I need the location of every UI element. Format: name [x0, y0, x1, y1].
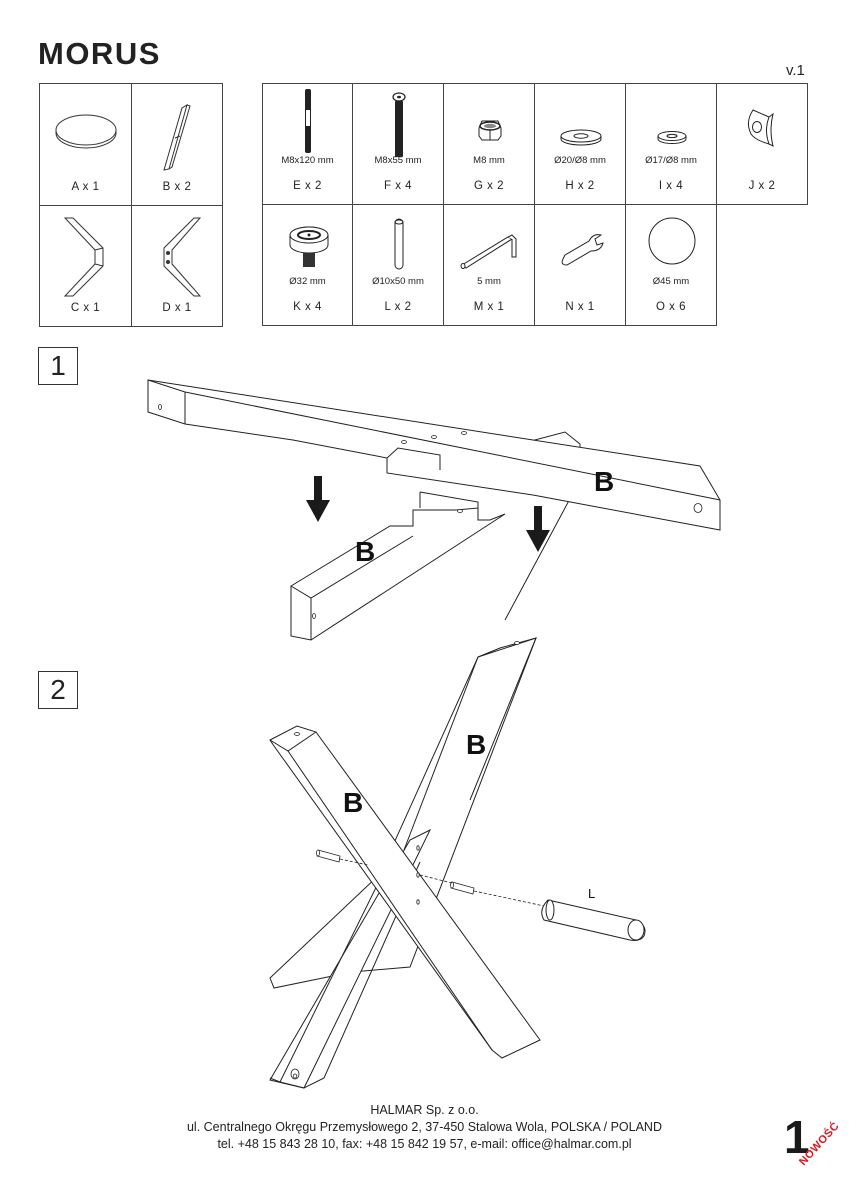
company-address: ul. Centralnego Okręgu Przemysłowego 2, … — [186, 1120, 662, 1134]
part-cell-m: 5 mm M x 1 — [444, 205, 535, 326]
company-name: HALMAR Sp. z o.o. — [370, 1103, 479, 1117]
part-cell-o: Ø45 mm O x 6 — [626, 205, 717, 326]
felt-pad-icon — [648, 217, 696, 265]
hex-nut-icon — [478, 120, 502, 141]
allen-bolt-icon — [392, 92, 406, 157]
part-qty: J x 2 — [748, 180, 776, 192]
part-size: M8x55 mm — [374, 155, 422, 166]
part-qty: F x 4 — [383, 180, 413, 192]
part-qty: M x 1 — [473, 301, 505, 313]
part-qty: B x 2 — [162, 181, 192, 193]
part-label-b: B — [343, 787, 363, 818]
part-qty: K x 4 — [293, 301, 322, 313]
part-label-l: L — [588, 886, 595, 901]
product-title: MORUS — [38, 36, 161, 71]
part-cell-k: Ø32 mm K x 4 — [262, 205, 353, 326]
step-number-2: 2 — [38, 671, 78, 709]
part-qty: L x 2 — [384, 301, 412, 313]
part-qty: O x 6 — [656, 301, 686, 313]
curved-spacer-icon — [747, 109, 774, 147]
part-label-b: B — [466, 729, 486, 760]
page-number: 1 — [784, 1111, 810, 1163]
wooden-dowel-icon — [394, 218, 404, 270]
round-tabletop-icon — [55, 114, 117, 149]
part-cell-d: D x 1 — [132, 206, 223, 327]
part-cell-n: N x 1 — [535, 205, 626, 326]
large-washer-icon — [560, 129, 602, 146]
part-cell-i: Ø17/Ø8 mm I x 4 — [626, 83, 717, 205]
part-size: Ø45 mm — [652, 276, 690, 287]
part-size: Ø17/Ø8 mm — [645, 155, 697, 166]
v-bracket-left-icon — [63, 217, 104, 297]
part-cell-a: A x 1 — [40, 84, 132, 206]
part-cell-h: Ø20/Ø8 mm H x 2 — [535, 83, 626, 205]
part-qty: C x 1 — [70, 302, 101, 314]
small-washer-icon — [657, 131, 687, 144]
arrow-down-icon — [306, 476, 330, 522]
threaded-rod-icon — [305, 89, 311, 153]
part-cell-c: C x 1 — [40, 206, 132, 327]
leveling-foot-icon — [289, 226, 329, 267]
part-cell-l: Ø10x50 mm L x 2 — [353, 205, 444, 326]
step-1-illustration: B B — [147, 379, 721, 641]
parts-grid-hardware: M8x120 mm E x 2 M8x55 mm F x 4 M8 mm G x… — [262, 83, 808, 326]
part-cell-g: M8 mm G x 2 — [444, 83, 535, 205]
part-qty: A x 1 — [71, 181, 100, 193]
part-qty: N x 1 — [565, 301, 595, 313]
dowel-l — [541, 899, 646, 941]
part-qty: I x 4 — [658, 180, 684, 192]
part-qty: H x 2 — [565, 180, 595, 192]
part-cell-j: J x 2 — [717, 83, 808, 205]
part-qty: G x 2 — [474, 180, 504, 192]
part-cell-e: M8x120 mm E x 2 — [262, 83, 353, 205]
v-bracket-right-icon — [163, 217, 202, 297]
part-size: M8 mm — [473, 155, 505, 166]
step-2-illustration: B B L — [269, 637, 646, 1089]
part-size: Ø32 mm — [289, 276, 326, 287]
part-label-b: B — [355, 536, 375, 567]
wrench-icon — [561, 234, 604, 266]
part-label-b: B — [594, 466, 614, 497]
arrow-down-icon — [526, 506, 550, 552]
company-contact: tel. +48 15 843 28 10, fax: +48 15 842 1… — [217, 1137, 632, 1151]
part-size: M8x120 mm — [281, 155, 334, 166]
version-label: v.1 — [786, 62, 805, 79]
step-number-1: 1 — [38, 347, 78, 385]
part-cell-f: M8x55 mm F x 4 — [353, 83, 444, 205]
part-size: Ø20/Ø8 mm — [554, 155, 606, 166]
part-size: 5 mm — [477, 276, 501, 287]
part-qty: E x 2 — [293, 180, 322, 192]
leg-beam-icon — [163, 103, 191, 171]
parts-grid-large: A x 1 B x 2 C x 1 D x 1 — [39, 83, 223, 327]
allen-key-icon — [460, 234, 517, 269]
part-cell-b: B x 2 — [132, 84, 223, 206]
part-qty: D x 1 — [162, 302, 192, 314]
part-size: Ø10x50 mm — [372, 276, 424, 287]
